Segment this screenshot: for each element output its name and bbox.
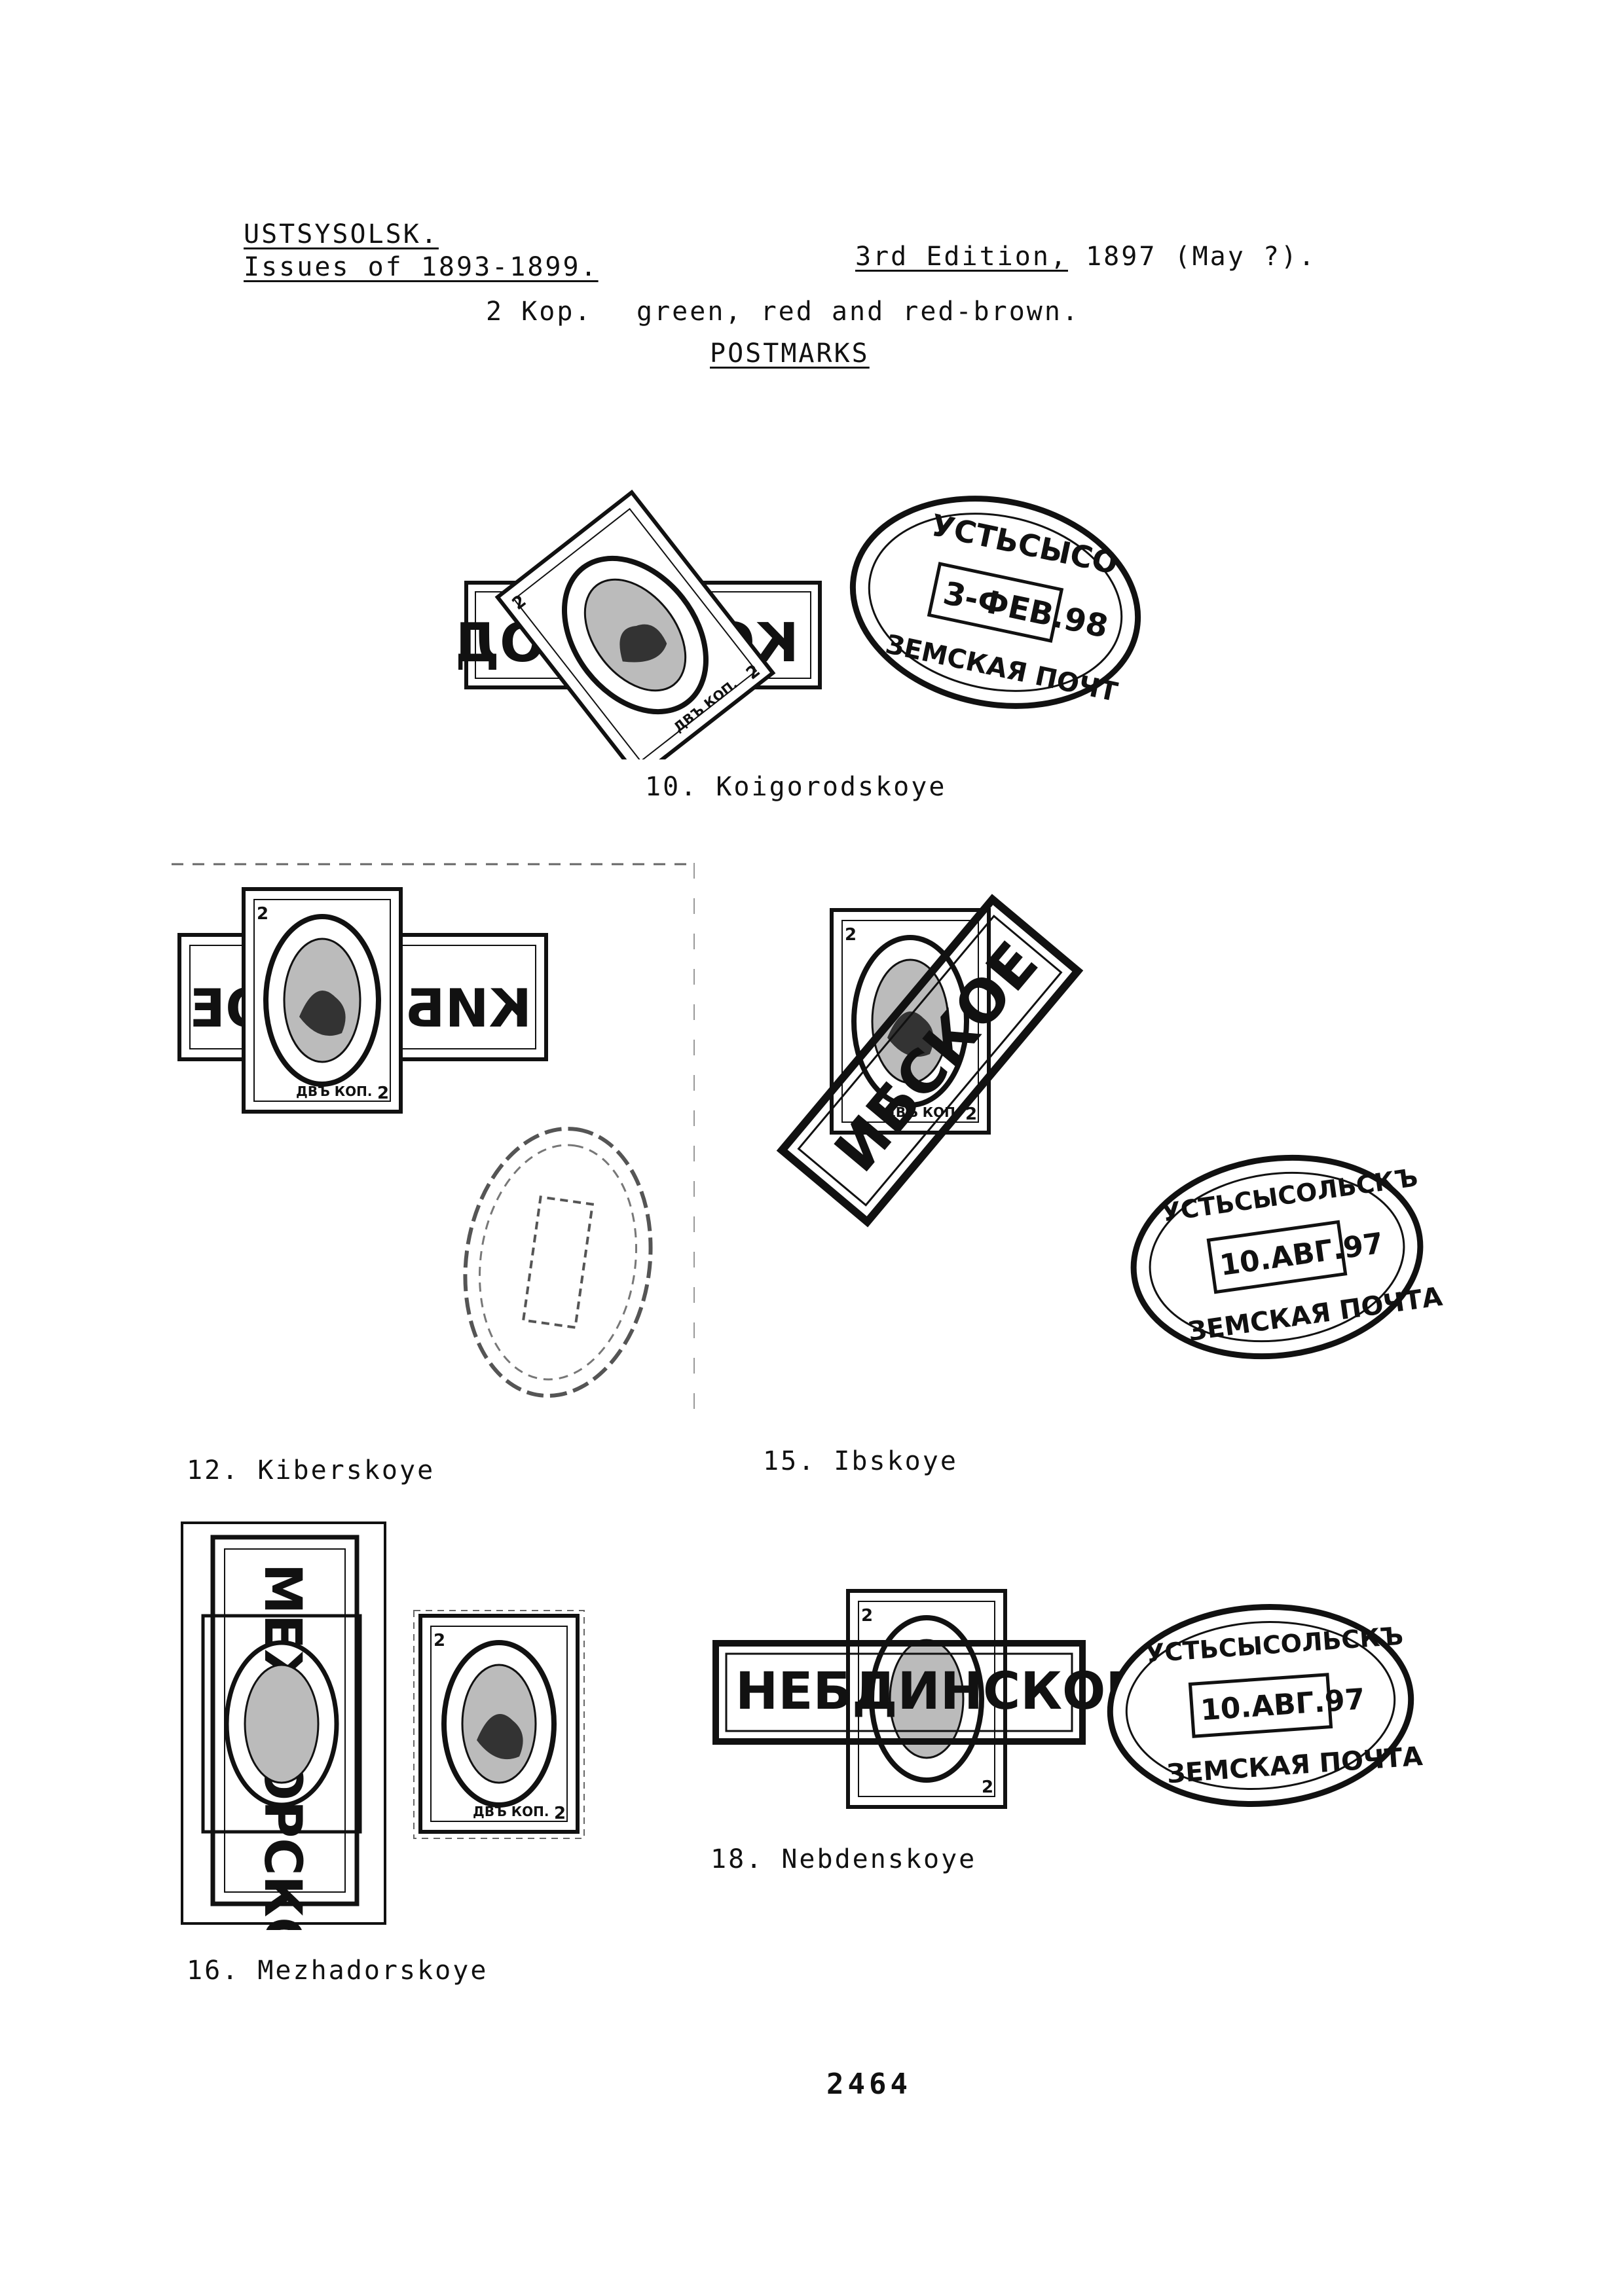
corner-numeral: 2 bbox=[257, 904, 268, 924]
box-cancel: НЕБДИНСКОЕ bbox=[712, 1640, 1141, 1745]
mezhadorskoye-image: МЕЖДОРСКОЕ 2 2 ДВЪ КОП. bbox=[181, 1522, 585, 1930]
issues-line: Issues of 1893-1899. bbox=[244, 252, 599, 282]
stamp: 2 2 bbox=[846, 1589, 1007, 1809]
corner-numeral: 2 bbox=[434, 1631, 445, 1650]
stamp: 2 2 ДВЪ КОП. bbox=[830, 908, 991, 1135]
stamp: 2 2 ДВЪ КОП. bbox=[494, 489, 776, 759]
oval-postmark bbox=[463, 1127, 653, 1398]
caption-kiberskoye: 12. Kiberskoye bbox=[187, 1455, 435, 1485]
oval-postmark: 3-ФЕВ.98 УСТЬСЫСО ЗЕМСКАЯ ПОЧТ bbox=[849, 496, 1141, 709]
value-text: ДВЪ КОП. bbox=[296, 1084, 373, 1099]
caption-nebdenskoye: 18. Nebdenskoye bbox=[710, 1844, 977, 1874]
edition-label: 3rd Edition, bbox=[855, 242, 1068, 272]
value-text: ДВЪ КОП. bbox=[473, 1804, 549, 1819]
caption-mezhadorskoye: 16. Mezhadorskoye bbox=[187, 1956, 489, 1986]
caption-ibskoye: 15. Ibskoye bbox=[763, 1446, 958, 1476]
caption-koigorodskoye: 10. Koigorodskoye bbox=[645, 772, 947, 802]
figure-ibskoye: 2 2 ДВЪ КОП. ИБСКОЕ 10.АВГ.97 УСТЬСЫСОЛЬ… bbox=[733, 884, 1447, 1394]
corner-numeral: 2 bbox=[861, 1606, 873, 1626]
figure-kiberskoye: КИБ ЕСКОЕ 2 2 ДВЪ КОП. bbox=[172, 863, 695, 1426]
denomination: 2 Kop. bbox=[486, 297, 593, 327]
page-number: 2464 bbox=[826, 2068, 912, 2101]
oval-postmark: 10.АВГ.97 УСТЬСЫСОЛЬСКЪ ЗЕМСКАЯ ПОЧТА bbox=[1130, 1154, 1444, 1360]
stamp: 2 2 ДВЪ КОП. bbox=[242, 887, 403, 1114]
figure-nebdenskoye: 2 2 НЕБДИНСКОЕ 10.АВГ.97 УСТЬСЫСОЛЬСКЪ З… bbox=[710, 1584, 1444, 1833]
colors-line: green, red and red-brown. bbox=[637, 297, 1080, 327]
koigorodskoye-image: КОЙГОРОДСКОЕ 2 2 ДВЪ КОП. 3-ФЕВ.98 УСТЬС… bbox=[458, 489, 1141, 759]
edition-date: 1897 (May ?). bbox=[1086, 242, 1317, 272]
figure-mezhadorskoye: МЕЖДОРСКОЕ 2 2 ДВЪ КОП. bbox=[177, 1518, 609, 1930]
district-title: USTSYSOLSK. bbox=[244, 219, 439, 249]
corner-numeral: 2 bbox=[377, 1084, 389, 1103]
stamp: 2 2 ДВЪ КОП. bbox=[418, 1614, 580, 1834]
corner-numeral: 2 bbox=[965, 1104, 977, 1124]
oval-postmark: 10.АВГ.97 УСТЬСЫСОЛЬСКЪ ЗЕМСКАЯ ПОЧТА bbox=[1107, 1604, 1424, 1807]
section-heading: POSTMARKS bbox=[710, 338, 870, 369]
corner-numeral: 2 bbox=[982, 1777, 993, 1797]
stamp bbox=[201, 1614, 362, 1834]
nebdenskoye-image: 2 2 НЕБДИНСКОЕ 10.АВГ.97 УСТЬСЫСОЛЬСКЪ З… bbox=[712, 1589, 1424, 1809]
corner-numeral: 2 bbox=[554, 1804, 566, 1823]
kiberskoye-image: КИБ ЕСКОЕ 2 2 ДВЪ КОП. bbox=[172, 863, 695, 1426]
corner-numeral: 2 bbox=[845, 925, 857, 945]
edition-line: 3rd Edition, 1897 (May ?). bbox=[855, 244, 1316, 270]
ibskoye-image: 2 2 ДВЪ КОП. ИБСКОЕ 10.АВГ.97 УСТЬСЫСОЛЬ… bbox=[776, 894, 1444, 1360]
box-cancel-text: НЕБДИНСКОЕ bbox=[735, 1662, 1141, 1721]
figure-koigorodskoye: КОЙГОРОДСКОЕ 2 2 ДВЪ КОП. 3-ФЕВ.98 УСТЬС… bbox=[458, 452, 1153, 759]
